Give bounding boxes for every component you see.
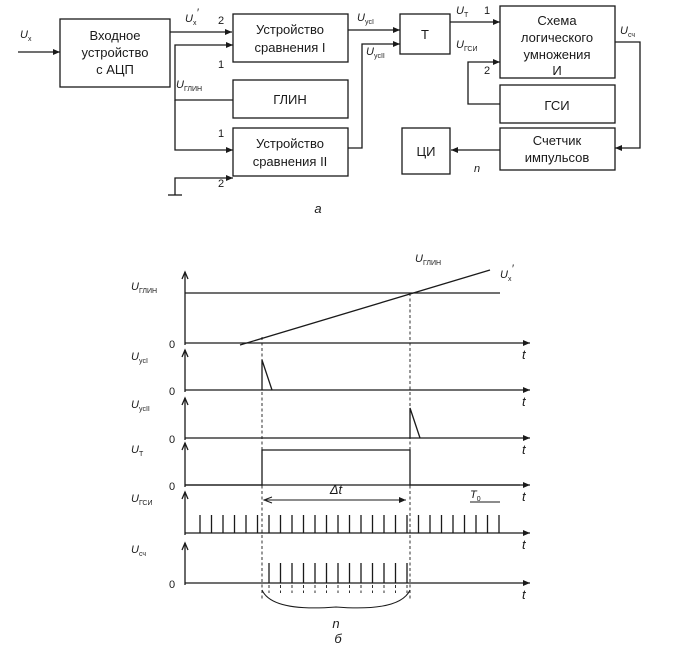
svg-text:Схема: Схема [537,13,577,28]
svg-text:Входное: Входное [89,28,140,43]
ramp-label: UГЛИН [415,253,441,267]
t-label-3: t [522,442,527,457]
svg-text:Устройство: Устройство [256,22,324,37]
port-and-1: 1 [484,5,490,17]
comparator-2-block: Устройство сравнения II [232,127,349,177]
port-and-2: 2 [484,65,490,77]
pulse-uycii [409,407,421,439]
n-brace [261,589,411,609]
svg-text:умножения: умножения [524,47,591,62]
axis-label-2: UycI [131,351,148,365]
svg-text:ГЛИН: ГЛИН [273,92,307,107]
t-label-1: t [522,347,527,362]
t-label-2: t [522,394,527,409]
svg-text:с АЦП: с АЦП [96,62,134,77]
delta-t-arrow-left [262,496,273,504]
axis-label-6: Uсч [131,544,146,558]
t-label-5: t [522,537,527,552]
zero-label-1: 0 [169,339,175,351]
y-axis-arrow-1 [181,270,189,280]
uglin-label: UГЛИН [176,79,202,93]
ut-label: UT [456,5,469,19]
svg-text:Т: Т [421,27,429,42]
t-label-6: t [522,587,527,602]
port-comp2-1: 1 [218,128,224,140]
uyci-label: UycI [357,12,374,26]
t-label-4: t [522,489,527,504]
zero-label-6: 0 [169,579,175,591]
pulse-uyci [261,359,273,391]
glin-to-comp2 [174,100,233,153]
port-comp1-2: 2 [218,15,224,27]
zero-label-3: 0 [169,434,175,446]
usch-label: Uсч [620,25,635,39]
axis-label-3: UycII [131,399,150,413]
trigger-block: Т [399,13,451,55]
gsi-to-and [467,59,500,105]
n-count-label: n [332,616,339,631]
ux-prime-label: Ux′ [185,7,199,27]
and-to-counter [615,41,641,151]
y-axis-arrow-4 [181,441,189,451]
n-label: n [474,163,480,175]
axis-label-1: UГЛИН [131,281,157,295]
ux-label: Ux [20,29,32,43]
y-axis-arrow-3 [181,396,189,406]
timing-diagram: t0UГЛИНt0UycIt0UycIIt0UTtUГСИt0UсчUГЛИНU… [131,253,530,631]
ci-block: ЦИ [401,127,451,175]
comparator-1-block: Устройство сравнения I [232,13,349,63]
caption-a: а [314,201,321,216]
glin-block: ГЛИН [232,79,349,119]
and-gate-block: Схема логического умножения И [499,5,616,79]
zero-label-4: 0 [169,481,175,493]
svg-text:ГСИ: ГСИ [544,98,569,113]
svg-text:сравнения I: сравнения I [255,40,326,55]
axis-label-4: UT [131,444,144,458]
caption-b: б [334,631,342,646]
svg-text:импульсов: импульсов [525,150,590,165]
svg-text:И: И [552,63,561,78]
svg-text:Устройство: Устройство [256,136,324,151]
ramp-uglin-line [239,269,491,346]
svg-text:логического: логического [521,30,593,45]
uycii-label: UycII [366,46,385,60]
counter-block: Счетчик импульсов [499,127,616,171]
gate-ut [185,449,520,486]
svg-text:устройство: устройство [82,45,149,60]
axis-label-5: UГСИ [131,493,153,507]
svg-text:Счетчик: Счетчик [533,133,582,148]
ground-to-comp2 [174,175,233,195]
comp2-to-trigger [348,41,400,149]
y-axis-arrow-2 [181,348,189,358]
level-label: Ux′ [500,263,514,283]
svg-text:ЦИ: ЦИ [417,144,436,159]
zero-label-2: 0 [169,386,175,398]
t0-label: T0 [470,489,481,503]
port-comp2-2: 2 [218,178,224,190]
svg-text:сравнения II: сравнения II [253,154,328,169]
gsi-block: ГСИ [499,84,616,124]
delta-t-label: Δt [329,482,344,497]
y-axis-arrow-5 [181,490,189,500]
port-comp1-1: 1 [218,59,224,71]
adc-block: Входное устройство с АЦП [59,18,171,88]
block-diagram: Ux Входное устройство с АЦП Ux′ 2 Устрой… [18,5,641,216]
ugsi-label: UГСИ [456,39,478,53]
glin-to-comp1 [174,42,233,101]
y-axis-arrow-6 [181,541,189,551]
